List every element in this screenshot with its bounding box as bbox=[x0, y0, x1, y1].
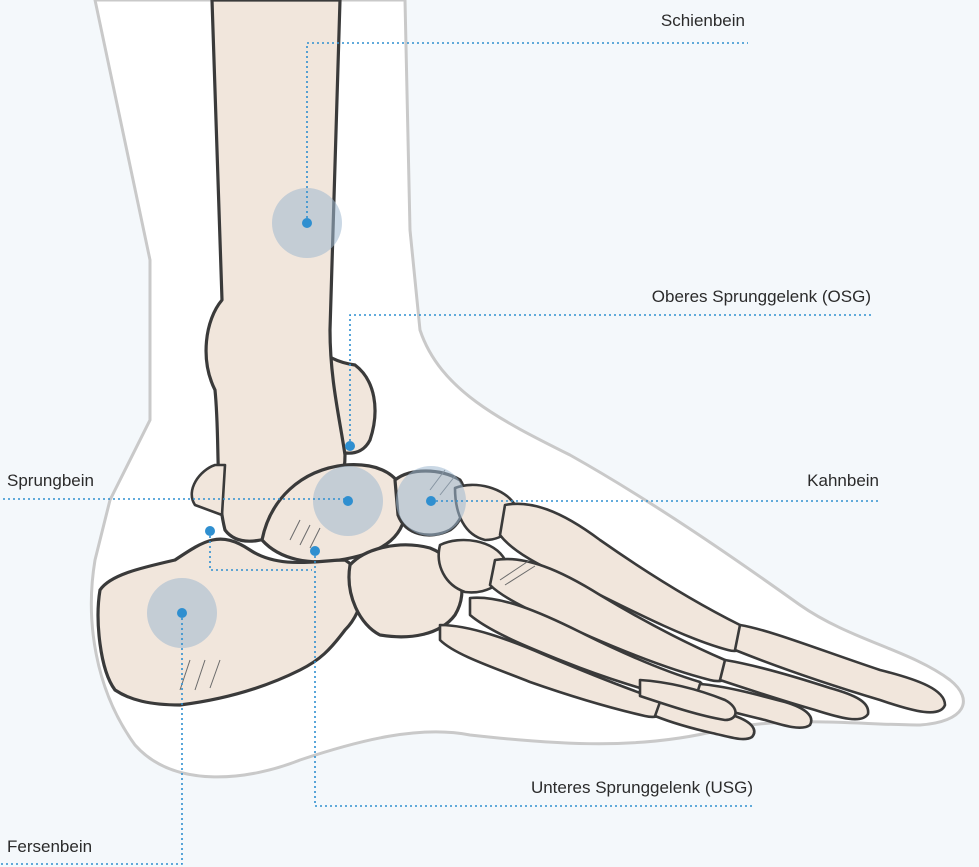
osg-label: Oberes Sprunggelenk (OSG) bbox=[652, 287, 871, 307]
navicular-label: Kahnbein bbox=[807, 471, 879, 491]
tibia-label: Schienbein bbox=[661, 11, 745, 31]
osg-dot bbox=[345, 441, 355, 451]
usg-dot-2 bbox=[310, 546, 320, 556]
navicular-dot bbox=[426, 496, 436, 506]
tibia-bone bbox=[206, 0, 345, 541]
calcaneus-label: Fersenbein bbox=[7, 837, 92, 857]
usg-dot-1 bbox=[205, 526, 215, 536]
calcaneus-dot bbox=[177, 608, 187, 618]
tibia-dot bbox=[302, 218, 312, 228]
usg-label: Unteres Sprunggelenk (USG) bbox=[531, 778, 753, 798]
talus-dot bbox=[343, 496, 353, 506]
talus-label: Sprungbein bbox=[7, 471, 94, 491]
